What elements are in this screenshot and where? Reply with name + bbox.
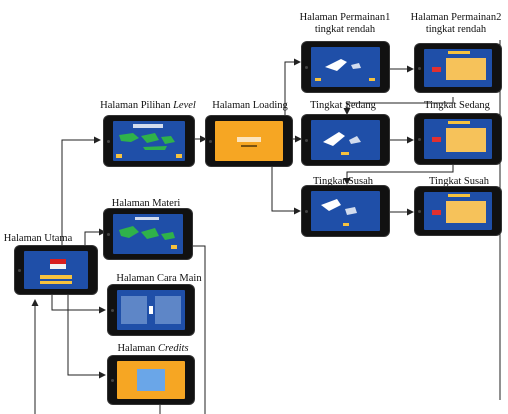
camera-icon <box>107 139 110 143</box>
camera-icon <box>418 66 421 70</box>
phone-tingkat-sedang-1 <box>302 115 389 165</box>
flag-icon <box>50 259 66 264</box>
label-pilihan-prefix: Halaman Pilihan <box>100 100 174 111</box>
label-halaman-pilihan-level: Halaman Pilihan Level <box>100 100 196 112</box>
red-marker <box>432 67 441 72</box>
arrow-utama-to-level <box>61 136 101 248</box>
label-pilihan-level-em: Level <box>173 100 196 111</box>
phone-halaman-cara-main <box>108 285 194 335</box>
title-bar <box>448 121 470 124</box>
title-bar <box>448 51 470 54</box>
screen-permainan1 <box>311 47 380 87</box>
red-marker <box>432 137 441 142</box>
phone-permainan1 <box>302 42 389 92</box>
left-panel <box>121 296 147 324</box>
title-bar <box>448 194 470 197</box>
screen-halaman-utama <box>24 251 88 289</box>
screen-materi <box>113 214 183 254</box>
loading-bar <box>237 137 261 142</box>
label-credits-em: Credits <box>158 343 189 354</box>
red-marker <box>432 210 441 215</box>
loading-text <box>241 145 257 147</box>
label-halaman-permainan1: Halaman Permainan1 tingkat rendah <box>299 12 391 35</box>
camera-icon <box>418 209 421 213</box>
menu-buttons-2 <box>40 281 72 284</box>
label-halaman-loading: Halaman Loading <box>212 100 288 111</box>
camera-icon <box>305 65 308 69</box>
camera-icon <box>111 308 114 312</box>
flag-white-icon <box>50 264 66 269</box>
arrow-utama-to-caramain <box>51 292 106 314</box>
label-halaman-permainan2: Halaman Permainan2 tingkat rendah <box>410 12 502 35</box>
credits-panel <box>137 369 165 391</box>
line-sedang2-back <box>343 165 454 185</box>
camera-icon <box>111 378 114 382</box>
label-credits-prefix: Halaman <box>117 343 158 354</box>
phone-halaman-pilihan-level <box>104 116 194 166</box>
island-icon <box>315 59 375 81</box>
phone-halaman-loading <box>206 116 292 166</box>
phone-tingkat-susah-2 <box>415 187 501 235</box>
indonesia-map-icon <box>119 217 177 249</box>
phone-halaman-credits <box>108 356 194 404</box>
right-panel <box>155 296 181 324</box>
indonesia-map-icon <box>116 124 182 158</box>
screen-pilihan-level <box>113 121 185 161</box>
camera-icon <box>209 139 212 143</box>
pointer-icon <box>149 306 153 314</box>
label-tingkat-sedang-2: Tingkat Sedang <box>424 100 490 111</box>
island-icon <box>321 199 357 226</box>
game-panel <box>446 58 486 80</box>
connectors <box>31 40 501 414</box>
island-icon <box>323 132 361 155</box>
label-halaman-credits: Halaman Credits <box>117 343 188 355</box>
menu-buttons <box>40 275 72 279</box>
arrow-loading-to-susah <box>271 165 301 215</box>
screen-loading <box>215 121 283 161</box>
screen-tingkat-susah-2 <box>424 192 492 230</box>
screen-cara-main <box>117 290 185 330</box>
game-panel <box>446 128 486 152</box>
label-halaman-utama: Halaman Utama <box>3 233 73 244</box>
screen-tingkat-susah-1 <box>311 191 380 231</box>
line-permainan2-back <box>343 97 454 115</box>
game-panel <box>446 201 486 223</box>
phone-tingkat-susah-1 <box>302 186 389 236</box>
screen-tingkat-sedang-2 <box>424 119 492 159</box>
camera-icon <box>305 209 308 213</box>
label-halaman-cara-main: Halaman Cara Main <box>116 273 202 284</box>
arrow-utama-to-credits <box>67 292 106 379</box>
phone-permainan2 <box>415 44 501 92</box>
camera-icon <box>305 138 308 142</box>
return-line-materi <box>192 245 206 414</box>
phone-halaman-utama <box>15 246 97 294</box>
arrow-utama-to-materi <box>84 228 106 250</box>
camera-icon <box>18 268 21 272</box>
screen-credits <box>117 361 185 399</box>
label-tingkat-susah-1: Tingkat Susah <box>312 176 374 187</box>
screen-tingkat-sedang-1 <box>311 120 380 160</box>
camera-icon <box>418 137 421 141</box>
screen-permainan2 <box>424 49 492 87</box>
label-halaman-materi: Halaman Materi <box>111 198 181 209</box>
camera-icon <box>107 232 110 236</box>
label-tingkat-susah-2: Tingkat Susah <box>428 176 490 187</box>
label-tingkat-sedang-1: Tingkat Sedang <box>310 100 376 111</box>
phone-tingkat-sedang-2 <box>415 114 501 164</box>
phone-halaman-materi <box>104 209 192 259</box>
